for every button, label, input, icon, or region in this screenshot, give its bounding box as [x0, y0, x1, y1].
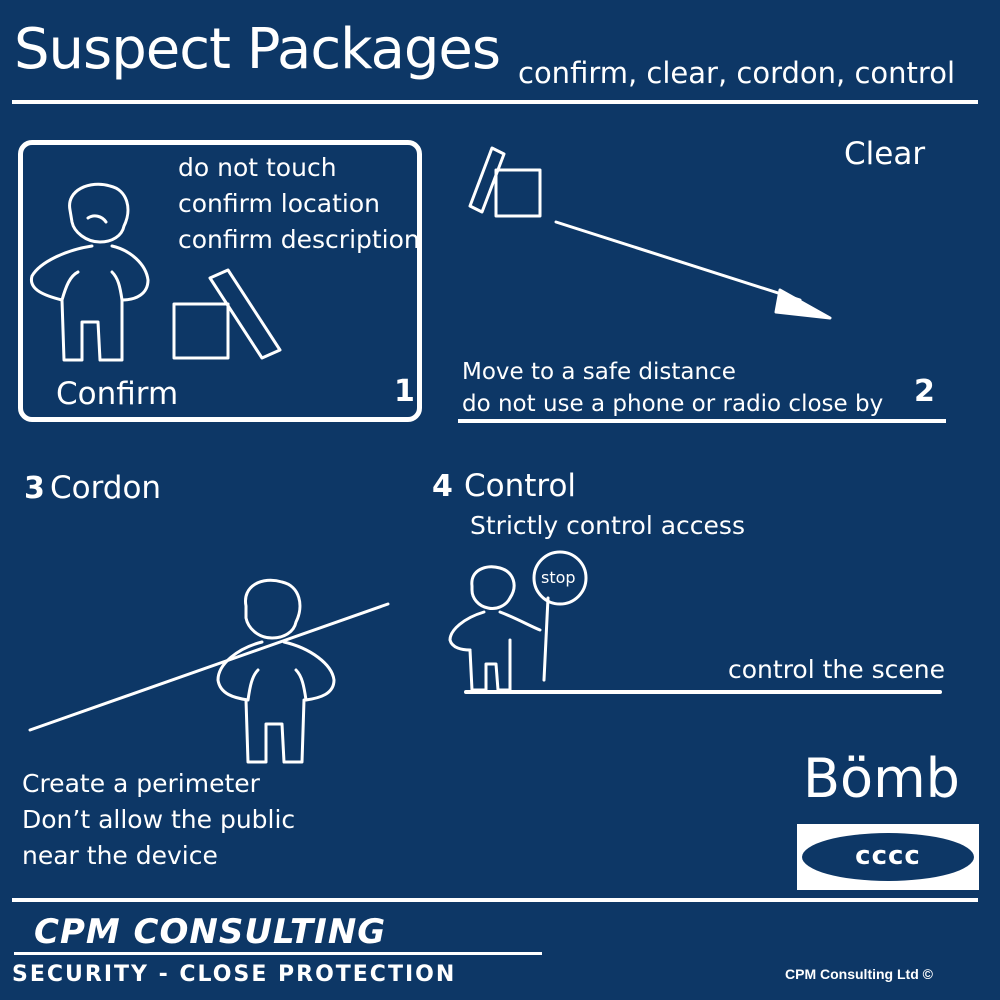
clear-line: do not use a phone or radio close by	[462, 391, 884, 417]
cordon-heading: 3 Cordon	[24, 470, 161, 506]
copyright-notice: CPM Consulting Ltd ©	[785, 966, 933, 982]
confirm-line: do not touch	[178, 153, 337, 182]
cccc-logo-badge: cccc	[797, 824, 979, 890]
arrow-icon-clear	[554, 220, 832, 320]
step-confirm-panel	[18, 140, 422, 422]
cordon-tape	[28, 602, 390, 732]
cordon-line: near the device	[22, 841, 218, 870]
confirm-label: Confirm	[56, 376, 179, 412]
step-number-1: 1	[394, 374, 415, 409]
control-sublabel: Strictly control access	[470, 511, 745, 540]
step-number-4: 4	[432, 469, 453, 504]
step-number-2: 2	[914, 374, 935, 409]
clear-line: Move to a safe distance	[462, 359, 736, 385]
confirm-line: confirm location	[178, 189, 380, 218]
control-heading: 4 Control	[432, 468, 576, 504]
person-figure-control	[448, 550, 588, 692]
person-figure-confirm	[29, 182, 150, 362]
brand-name: CPM CONSULTING	[34, 912, 387, 952]
brand-underline	[14, 952, 542, 955]
footer-divider	[12, 898, 978, 902]
page-title: Suspect Packages	[14, 17, 501, 82]
confirm-instructions: do not touch confirm location confirm de…	[178, 150, 420, 258]
clear-instructions: Move to a safe distance do not use a pho…	[462, 356, 883, 420]
header-divider	[12, 100, 978, 104]
bomb-logo-wordmark: Bömb	[803, 747, 960, 810]
control-caption: control the scene	[728, 655, 945, 684]
package-icon-clear	[468, 146, 542, 218]
stop-sign-text: stop	[541, 568, 576, 587]
cordon-line: Don’t allow the public	[22, 805, 296, 834]
package-icon-confirm	[172, 268, 282, 360]
step-number-3: 3	[24, 471, 45, 506]
person-figure-cordon	[216, 578, 336, 764]
page-subtitle: confirm, clear, cordon, control	[518, 56, 955, 90]
cccc-logo-text: cccc	[855, 841, 921, 871]
cordon-instructions: Create a perimeter Don’t allow the publi…	[22, 766, 295, 874]
cordon-label: Cordon	[49, 470, 162, 506]
cordon-line: Create a perimeter	[22, 769, 260, 798]
clear-divider	[458, 419, 946, 423]
control-label: Control	[463, 468, 577, 504]
brand-tagline: SECURITY - CLOSE PROTECTION	[12, 962, 457, 987]
confirm-line: confirm description	[178, 225, 420, 254]
clear-label: Clear	[844, 136, 926, 172]
cccc-logo-ellipse	[802, 833, 974, 881]
